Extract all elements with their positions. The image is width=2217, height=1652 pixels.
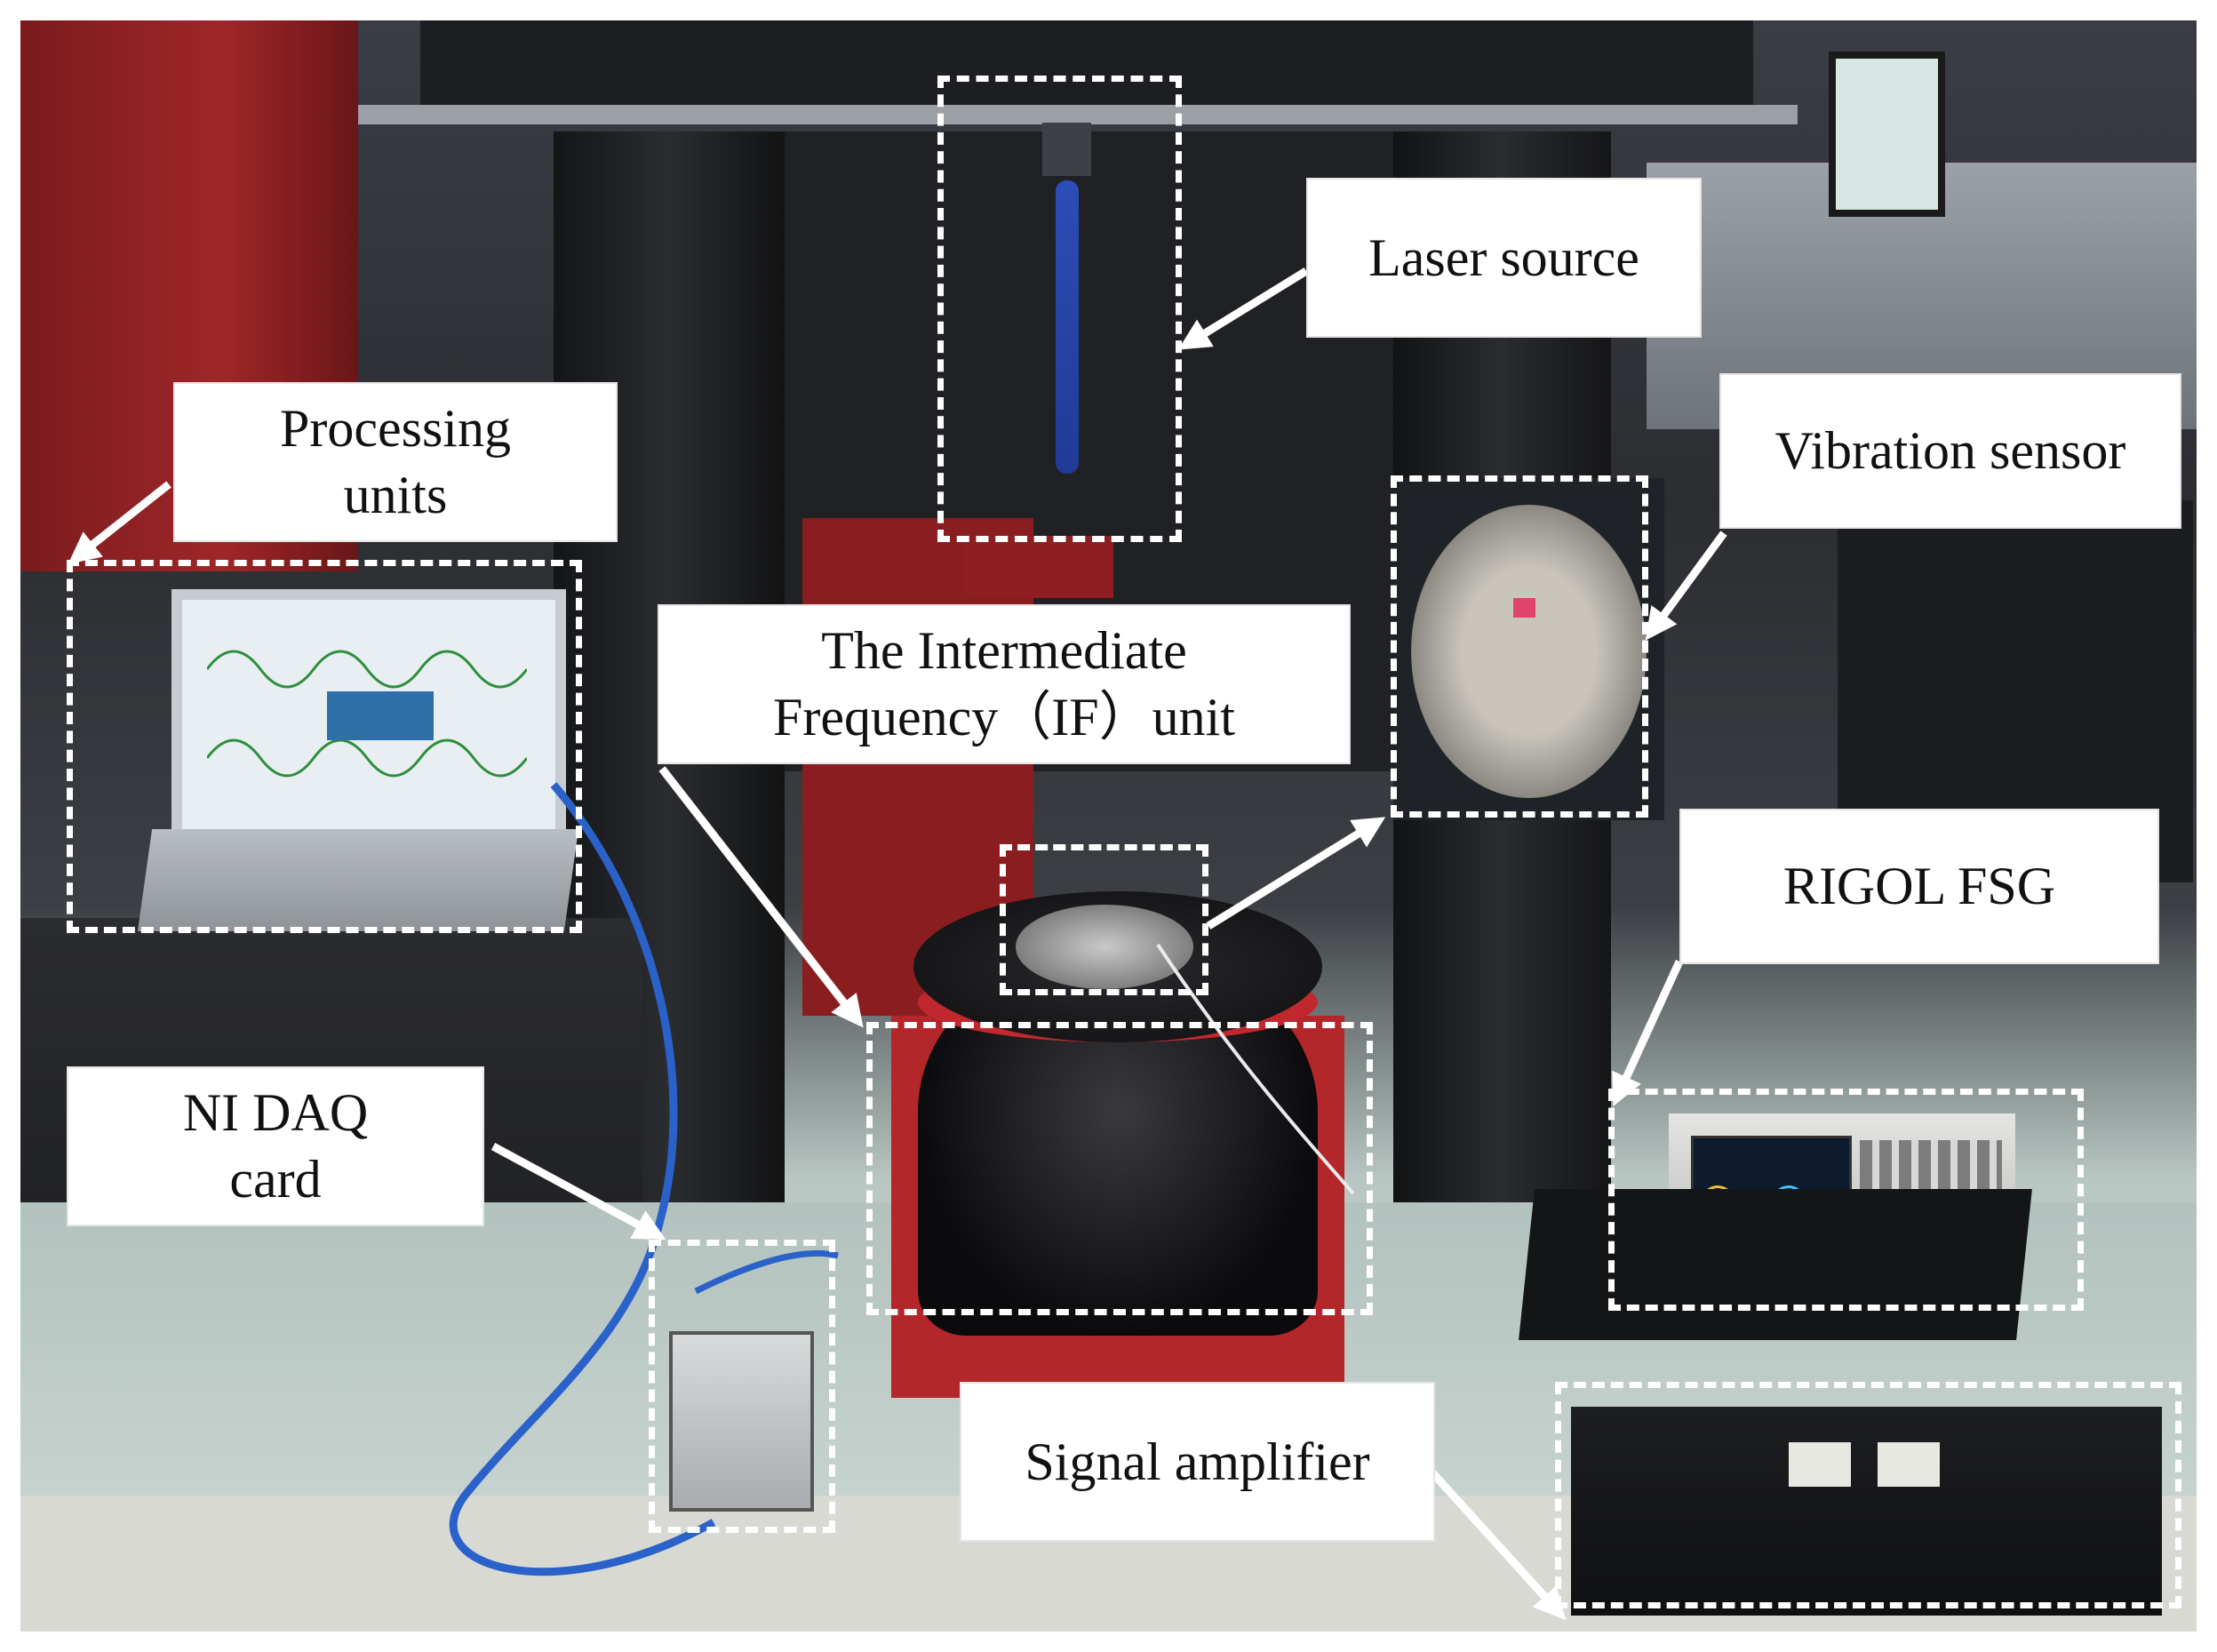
label-vibration-sensor: Vibration sensor [1719,373,2181,529]
highlight-ni-daq [649,1240,835,1533]
highlight-sensor-inset [1391,475,1648,818]
arrow-vibration-sensor [1645,531,1727,641]
right-monitor [1829,52,1945,217]
label-vibration-sensor-text: Vibration sensor [1774,421,2126,480]
label-if-unit: The Intermediate Frequency（IF）unit [658,604,1351,764]
label-processing-units: Processing units [173,382,618,542]
shaker-armature [1016,905,1193,989]
highlight-processing-units [67,560,582,933]
arrow-laser-source [1177,267,1309,350]
label-processing-units-line2: units [343,466,448,524]
label-if-unit-line1: The Intermediate [821,621,1187,680]
highlight-laser-source [937,76,1182,542]
arrow-rigol-fsg [1612,960,1684,1106]
label-if-unit-line2: Frequency（IF）unit [773,688,1235,746]
label-rigol-fsg-text: RIGOL FSG [1782,857,2056,915]
highlight-shaker-armature [1000,844,1208,995]
laser-fiber [1056,180,1079,474]
laser-mount [962,536,1113,598]
label-ni-daq-line1: NI DAQ [182,1083,369,1142]
arrow-ni-daq [490,1143,666,1241]
arrow-sensor-inset [1206,817,1386,930]
highlight-rigol-fsg [1608,1089,2084,1311]
amplifier-meter-right [1878,1442,1940,1487]
lab-photo [20,20,2197,1632]
top-frame-edge [358,105,1798,124]
arrow-processing-units [68,481,171,564]
label-laser-source-text: Laser source [1368,227,1639,287]
blue-cables [449,782,1355,1576]
label-ni-daq-line2: card [229,1150,322,1209]
arrow-if-unit [658,766,864,1028]
highlight-signal-amplifier [1555,1382,2181,1608]
label-rigol-fsg: RIGOL FSG [1679,809,2159,964]
highlight-if-unit [866,1022,1373,1315]
top-frame [420,20,1753,114]
label-signal-amplifier-text: Signal amplifier [1025,1432,1370,1491]
ni-daq-device [669,1331,814,1512]
laser-head [1042,123,1091,176]
label-signal-amplifier: Signal amplifier [960,1382,1435,1542]
sensor-chip [1513,598,1535,618]
label-processing-units-line1: Processing [280,399,511,458]
amplifier-body [1571,1407,2162,1616]
label-laser-source: Laser source [1306,178,1702,338]
sensor-plate [1411,505,1647,798]
label-ni-daq-card: NI DAQ card [67,1066,484,1226]
amplifier-meter-left [1789,1442,1851,1487]
arrow-signal-amplifier [1427,1467,1567,1621]
laptop-waveform [207,650,527,778]
